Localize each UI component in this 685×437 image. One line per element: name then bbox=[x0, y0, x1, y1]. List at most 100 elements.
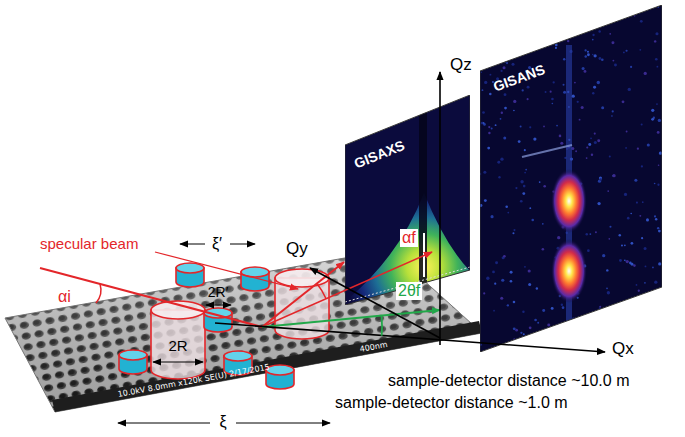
detector-speckle bbox=[609, 156, 611, 158]
detector-speckle bbox=[533, 351, 535, 352]
axis-label: Qz bbox=[450, 56, 472, 75]
axis-label: Qx bbox=[612, 340, 634, 359]
detector-speckle bbox=[633, 264, 636, 267]
detector-speckle bbox=[592, 34, 594, 36]
detector-speckle bbox=[536, 287, 538, 289]
incident-beam bbox=[40, 268, 262, 327]
detector-speckle bbox=[562, 306, 565, 309]
detector-speckle bbox=[596, 330, 598, 332]
angle-arc bbox=[96, 284, 101, 303]
detector-speckle bbox=[592, 39, 594, 41]
detector-speckle bbox=[597, 202, 600, 205]
detector-speckle bbox=[522, 89, 524, 91]
detector-speckle bbox=[560, 142, 563, 145]
detector-speckle bbox=[548, 35, 551, 38]
beam-label: specular beam bbox=[40, 236, 138, 253]
detector-speckle bbox=[636, 284, 638, 286]
detector-speckle bbox=[601, 59, 604, 62]
detector-speckle bbox=[636, 202, 638, 204]
detector-speckle bbox=[601, 106, 604, 109]
detector-speckle bbox=[524, 266, 526, 268]
detector-speckle bbox=[492, 60, 494, 62]
detector-speckle bbox=[602, 254, 605, 257]
detector-speckle bbox=[551, 98, 554, 101]
specular-beam bbox=[262, 262, 344, 327]
detector-speckle bbox=[558, 30, 561, 33]
detector-speckle bbox=[510, 271, 513, 274]
detector-speckle bbox=[532, 47, 534, 49]
dimension-label: 2R′ bbox=[208, 285, 229, 300]
detector-speckle bbox=[520, 126, 522, 128]
detector-speckle bbox=[657, 227, 659, 229]
detector-speckle bbox=[645, 265, 647, 267]
detector-speckle bbox=[627, 217, 630, 220]
detector-speckle bbox=[490, 215, 493, 218]
scattering-cone bbox=[347, 193, 470, 305]
small-cylinder bbox=[204, 308, 232, 332]
detector-speckle bbox=[539, 181, 541, 183]
detector-speckle bbox=[612, 60, 614, 62]
detector-speckle bbox=[656, 66, 658, 68]
detector-speckle bbox=[641, 165, 643, 167]
detector-speckle bbox=[550, 91, 552, 93]
detector-speckle bbox=[556, 125, 558, 127]
detector-speckle bbox=[482, 111, 485, 114]
detector-speckle bbox=[656, 103, 658, 105]
detector-speckle bbox=[601, 5, 603, 7]
detector-speckle bbox=[658, 230, 661, 233]
detector-speckle bbox=[524, 149, 526, 151]
diffuse-streak bbox=[522, 145, 572, 157]
detector-speckle bbox=[630, 213, 632, 215]
detector-speckle bbox=[649, 5, 651, 7]
detector-speckle bbox=[503, 66, 506, 69]
detector-speckle bbox=[655, 32, 658, 35]
detector-speckle bbox=[644, 247, 647, 250]
detector-speckle bbox=[632, 335, 634, 337]
detector-speckle bbox=[611, 115, 613, 117]
detector-speckle bbox=[658, 164, 660, 166]
detector-speckle bbox=[642, 201, 644, 203]
detector-speckle bbox=[654, 281, 657, 284]
detector-speckle bbox=[480, 71, 482, 73]
detector-speckle bbox=[647, 302, 650, 305]
detector-speckle bbox=[547, 324, 550, 327]
detector-speckle bbox=[501, 279, 504, 282]
detector-speckle bbox=[518, 140, 521, 143]
detector-speckle bbox=[588, 143, 591, 146]
detector-speckle bbox=[483, 57, 486, 60]
detector-speckle bbox=[655, 218, 657, 220]
detector-speckle bbox=[612, 110, 614, 112]
detector-speckle bbox=[609, 226, 611, 228]
detector-speckle bbox=[543, 126, 545, 128]
detector-speckle bbox=[500, 157, 503, 160]
detector-speckle bbox=[621, 245, 623, 247]
detector-speckle bbox=[607, 291, 610, 294]
detector-speckle bbox=[626, 260, 629, 263]
detector-speckle bbox=[563, 84, 565, 86]
detector-speckle bbox=[569, 22, 571, 24]
dimension-arrow bbox=[206, 305, 231, 306]
detector-speckle bbox=[481, 122, 484, 125]
large-cylinder bbox=[151, 301, 205, 379]
detector-speckle bbox=[495, 124, 497, 126]
detector-speckle bbox=[641, 237, 643, 239]
detector-speckle bbox=[504, 107, 507, 110]
dimension-label: ξ bbox=[219, 413, 226, 431]
detector-speckle bbox=[594, 54, 597, 57]
detector-speckle bbox=[587, 53, 590, 56]
detector-speckle bbox=[585, 233, 587, 235]
dimension-arrow bbox=[230, 244, 255, 245]
detector-speckle bbox=[500, 297, 503, 300]
detector-speckle bbox=[513, 100, 516, 103]
detector-speckle bbox=[531, 219, 534, 222]
detector-speckle bbox=[510, 346, 512, 348]
detector-speckle bbox=[599, 178, 602, 181]
detector-speckle bbox=[529, 326, 532, 329]
detector-speckle bbox=[506, 62, 508, 64]
small-cylinder bbox=[119, 350, 147, 374]
detector-speckle bbox=[486, 277, 489, 280]
detector-speckle bbox=[504, 93, 507, 96]
detector-speckle bbox=[637, 148, 639, 150]
detector-speckle bbox=[586, 157, 588, 159]
detector-speckle bbox=[557, 236, 560, 239]
